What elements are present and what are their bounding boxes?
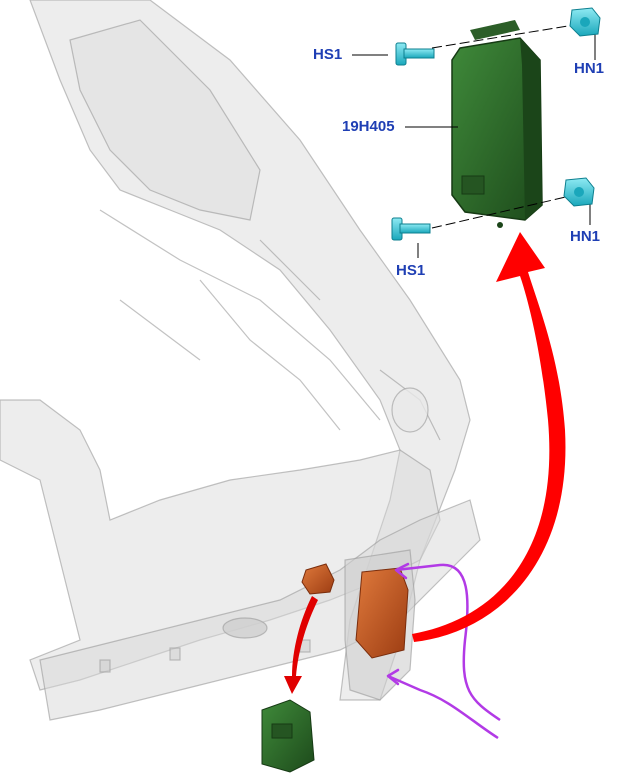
detached-green-component — [261, 699, 315, 773]
connector-small — [301, 563, 335, 595]
control-module-19h405 — [451, 20, 543, 228]
callout-hs1-bottom: HS1 — [396, 262, 426, 279]
nut-hn1-top — [569, 7, 601, 37]
callout-hs1-top: HS1 — [313, 46, 343, 63]
vehicle-body-panel — [0, 0, 481, 721]
callout-19h405: 19H405 — [342, 118, 395, 135]
removal-arrow-small — [284, 596, 318, 694]
screw-hs1-bottom — [391, 217, 431, 241]
axis-line-top — [431, 23, 581, 49]
callout-hn1-bottom: HN1 — [570, 228, 601, 245]
harness-routing-lines — [386, 562, 501, 740]
axis-line-bottom — [431, 195, 571, 229]
connector-module-mounted — [355, 567, 409, 659]
leader-lines — [352, 23, 596, 258]
screw-hs1-top — [395, 42, 435, 66]
callout-hn1-top: HN1 — [574, 60, 605, 77]
nut-hn1-bottom — [563, 177, 595, 207]
